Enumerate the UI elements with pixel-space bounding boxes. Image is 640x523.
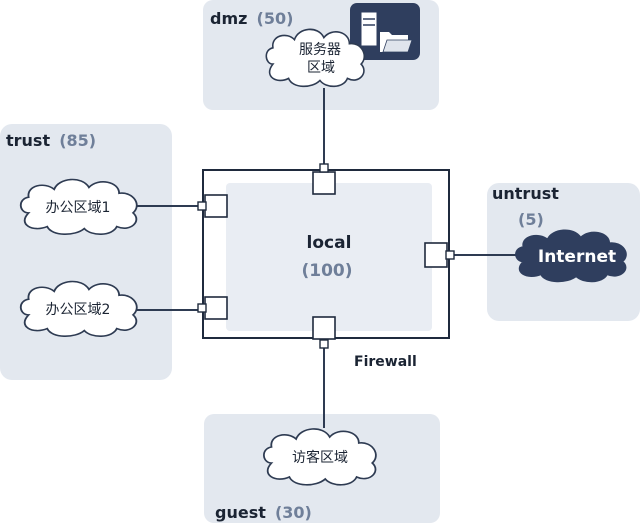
- trust-zone-title: trust (85): [6, 131, 96, 150]
- guest-zone-title: guest (30): [215, 503, 312, 522]
- dmz-zone-title: dmz (50): [210, 9, 293, 28]
- office-zone-2-label: 办公区域2: [46, 302, 111, 318]
- port-left-1: [197, 194, 228, 218]
- office-zone-1-label: 办公区域1: [46, 200, 111, 216]
- port-right: [424, 242, 455, 268]
- trust-zone: [0, 124, 172, 380]
- server-folder-icon: [350, 3, 420, 60]
- internet-label: Internet: [538, 247, 616, 267]
- port-bottom: [312, 316, 336, 349]
- server-zone-label-line2: 区域: [307, 60, 335, 76]
- port-top: [312, 163, 336, 195]
- local-zone-name: local: [307, 233, 352, 253]
- local-zone-priority: (100): [301, 261, 352, 281]
- local-zone: [226, 183, 432, 331]
- untrust-zone-priority: (5): [518, 210, 544, 229]
- port-left-2: [197, 296, 228, 320]
- server-zone-label-line1: 服务器: [299, 42, 341, 58]
- untrust-zone-name: untrust: [492, 184, 559, 203]
- firewall-label: Firewall: [354, 354, 417, 370]
- guest-zone-label: 访客区域: [292, 449, 348, 466]
